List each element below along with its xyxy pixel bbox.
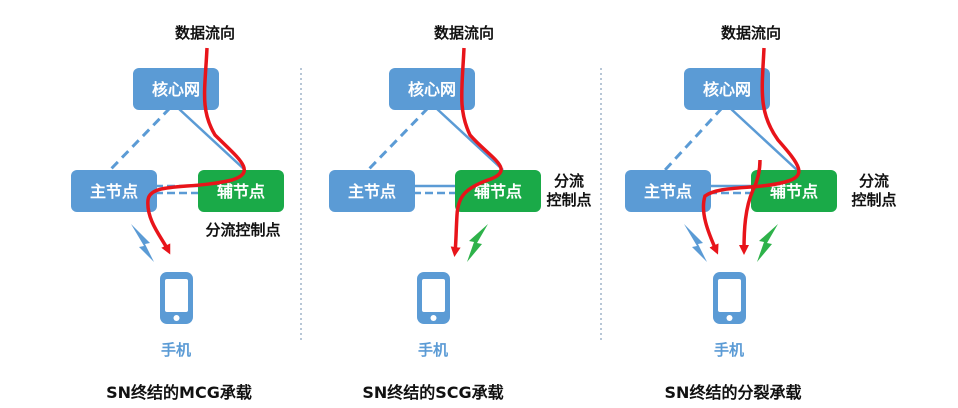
phone-icon bbox=[417, 272, 450, 324]
data-flow-title: 数据流向 bbox=[434, 24, 494, 42]
phone-label: 手机 bbox=[418, 341, 448, 359]
master-node: 主节点 bbox=[625, 170, 711, 212]
master-node: 主节点 bbox=[71, 170, 157, 212]
svg-text:核心网: 核心网 bbox=[408, 80, 456, 99]
data-flow-title: 数据流向 bbox=[721, 24, 781, 42]
core-network-node: 核心网 bbox=[133, 68, 219, 110]
svg-text:辅节点: 辅节点 bbox=[770, 182, 818, 201]
split-control-label: 分流控制点 bbox=[205, 221, 280, 239]
svg-text:核心网: 核心网 bbox=[703, 80, 751, 99]
data-flow-arrow bbox=[739, 159, 762, 255]
svg-text:辅节点: 辅节点 bbox=[217, 182, 265, 201]
svg-text:核心网: 核心网 bbox=[152, 80, 200, 99]
split-control-label: 分流 bbox=[859, 172, 889, 190]
split-control-label: 控制点 bbox=[851, 191, 896, 209]
data-flow-arrow bbox=[701, 47, 801, 255]
master-node: 主节点 bbox=[329, 170, 415, 212]
core-secondary-link bbox=[177, 107, 246, 171]
core-master-link bbox=[366, 106, 430, 172]
secondary-node: 辅节点 bbox=[751, 170, 837, 212]
secondary-node: 辅节点 bbox=[455, 170, 541, 212]
phone-icon bbox=[160, 272, 193, 324]
panel-split-bearer: 数据流向 核心网 主节点 辅节点 分流 控制点 手机 SN终结的分裂承载 bbox=[625, 24, 897, 402]
svg-text:主节点: 主节点 bbox=[644, 182, 692, 201]
data-flow-arrow bbox=[450, 47, 503, 257]
core-master-link bbox=[663, 106, 724, 172]
core-secondary-link bbox=[729, 107, 798, 171]
panel-mcg-bearer: 数据流向 核心网 主节点 辅节点 分流控制点 手机 bbox=[71, 24, 284, 402]
phone-icon bbox=[713, 272, 746, 324]
phone-label: 手机 bbox=[714, 341, 744, 359]
svg-text:主节点: 主节点 bbox=[348, 182, 396, 201]
data-flow-title: 数据流向 bbox=[175, 24, 235, 42]
blue-lightning-icon bbox=[131, 224, 154, 262]
svg-text:主节点: 主节点 bbox=[90, 182, 138, 201]
core-secondary-link bbox=[435, 107, 504, 171]
core-network-node: 核心网 bbox=[684, 68, 770, 110]
split-control-label: 分流 bbox=[554, 172, 584, 190]
secondary-node: 辅节点 bbox=[198, 170, 284, 212]
panel-caption: SN终结的分裂承载 bbox=[665, 383, 802, 402]
blue-lightning-icon bbox=[684, 224, 707, 262]
split-control-label: 控制点 bbox=[546, 191, 591, 209]
panel-caption: SN终结的SCG承载 bbox=[362, 383, 503, 402]
phone-label: 手机 bbox=[161, 341, 191, 359]
data-flow-arrow bbox=[146, 47, 246, 255]
green-lightning-icon bbox=[467, 224, 488, 262]
core-network-node: 核心网 bbox=[389, 68, 475, 110]
green-lightning-icon bbox=[757, 224, 778, 262]
svg-text:辅节点: 辅节点 bbox=[474, 182, 522, 201]
panel-scg-bearer: 数据流向 核心网 主节点 辅节点 分流 控制点 手机 SN终结的SCG承载 bbox=[329, 24, 592, 402]
core-master-link bbox=[108, 106, 172, 172]
panel-caption: SN终结的MCG承载 bbox=[106, 383, 252, 402]
